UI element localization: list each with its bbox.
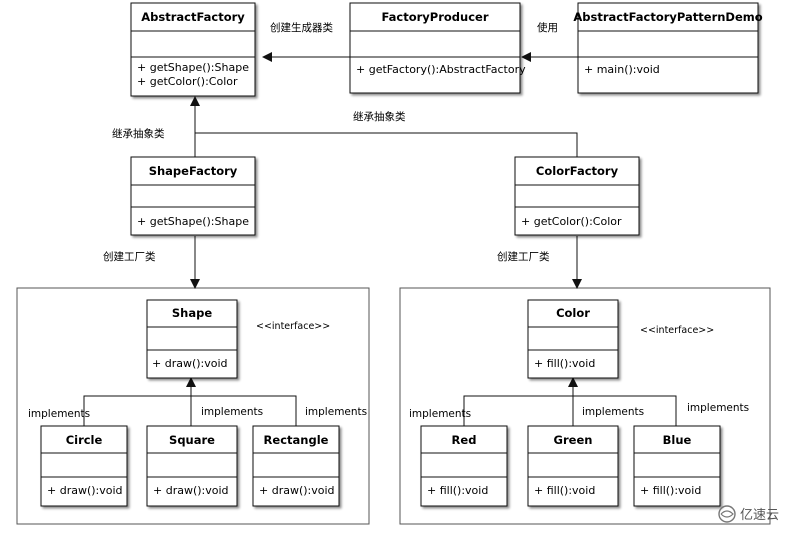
circle-class[interactable]: Circle + draw():void (40, 425, 128, 507)
class-name: Circle (66, 433, 103, 447)
rectangle-class[interactable]: Rectangle + draw():void (252, 425, 340, 507)
class-name: FactoryProducer (381, 10, 488, 24)
watermark-icon (718, 505, 736, 523)
shape-stereotype-label: <<interface>> (256, 321, 330, 332)
watermark-text: 亿速云 (740, 508, 779, 523)
color-factory-class[interactable]: ColorFactory + getColor():Color (514, 156, 640, 236)
class-name: ShapeFactory (149, 164, 238, 178)
class-name: Red (452, 433, 477, 447)
green-class[interactable]: Green + fill():void (527, 425, 619, 507)
inherit-label-right: 继承抽象类 (353, 110, 406, 123)
implements-label-rectangle: implements (305, 406, 367, 418)
shape-interface-class[interactable]: Shape + draw():void (146, 299, 238, 379)
use-label: 使用 (537, 21, 558, 34)
class-name: Rectangle (264, 433, 329, 447)
implements-label-blue: implements (687, 402, 749, 414)
class-operation: + draw():void (47, 484, 123, 497)
class-name: AbstractFactory (141, 10, 245, 24)
class-name: ColorFactory (536, 164, 619, 178)
class-name: Color (556, 306, 590, 320)
implements-label-square: implements (201, 406, 263, 418)
class-operation: + getColor():Color (521, 215, 622, 228)
shape-factory-class[interactable]: ShapeFactory + getShape():Shape (130, 156, 256, 236)
class-operation: + getShape():Shape (137, 61, 249, 74)
class-name: Blue (663, 433, 692, 447)
color-stereotype-label: <<interface>> (640, 325, 714, 336)
implements-label-red: implements (409, 408, 471, 420)
class-operation: + getFactory():AbstractFactory (356, 63, 526, 76)
create-generator-label: 创建生成器类 (270, 21, 333, 34)
class-name: Square (169, 433, 215, 447)
class-name: Shape (172, 306, 212, 320)
colorfactory-inherit-line (195, 132, 578, 157)
implements-label-circle: implements (28, 408, 90, 420)
create-factory-label-left: 创建工厂类 (103, 250, 156, 263)
class-operation: + fill():void (640, 484, 701, 497)
class-operation: + fill():void (427, 484, 488, 497)
class-operation: + main():void (584, 63, 660, 76)
shape-implements-lines (83, 395, 297, 426)
square-class[interactable]: Square + draw():void (146, 425, 238, 507)
color-implements-lines (463, 395, 677, 426)
connectors (83, 52, 677, 426)
red-class[interactable]: Red + fill():void (420, 425, 508, 507)
watermark-icon-swirl (720, 510, 734, 518)
class-operation: + draw():void (259, 484, 335, 497)
class-name: AbstractFactoryPatternDemo (573, 10, 762, 24)
class-name: Green (554, 433, 593, 447)
class-operation: + getShape():Shape (137, 215, 249, 228)
color-interface-class[interactable]: Color + fill():void (527, 299, 619, 379)
class-operation: + fill():void (534, 484, 595, 497)
factory-producer-class[interactable]: FactoryProducer + getFactory():AbstractF… (349, 2, 526, 94)
blue-class[interactable]: Blue + fill():void (633, 425, 721, 507)
class-operation: + draw():void (152, 357, 228, 370)
watermark-logo: 亿速云 (718, 505, 779, 523)
class-operation: + getColor():Color (137, 75, 238, 88)
color-package-frame (399, 287, 771, 525)
abstract-factory-class[interactable]: AbstractFactory + getShape():Shape + get… (130, 2, 256, 97)
inherit-label-left: 继承抽象类 (112, 127, 165, 140)
create-factory-label-right: 创建工厂类 (497, 250, 550, 263)
demo-class[interactable]: AbstractFactoryPatternDemo + main():void (573, 2, 763, 94)
class-operation: + draw():void (153, 484, 229, 497)
implements-label-green: implements (582, 406, 644, 418)
class-operation: + fill():void (534, 357, 595, 370)
